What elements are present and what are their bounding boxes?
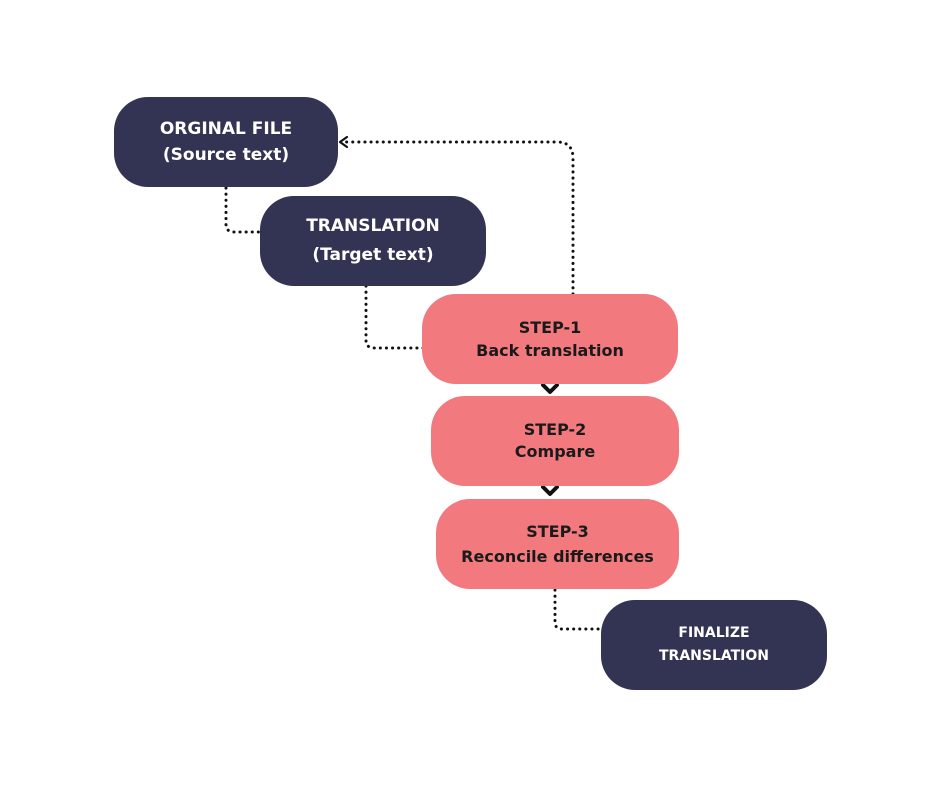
chevron-step1-to-step2-icon <box>541 383 559 394</box>
node-translation: TRANSLATION (Target text) <box>260 196 486 286</box>
node-step3-title: STEP-3 <box>526 522 589 541</box>
node-translation-subtitle: (Target text) <box>312 245 434 265</box>
node-step1-title: STEP-1 <box>518 318 582 337</box>
node-step3-subtitle: Reconcile differences <box>461 547 654 566</box>
node-original-file-title: ORGINAL FILE <box>159 119 293 139</box>
edge-step3-to-finalize <box>553 588 619 631</box>
chevron-step2-to-step3-icon <box>541 485 559 496</box>
node-step2-title: STEP-2 <box>523 420 587 439</box>
node-step2-subtitle: Compare <box>514 442 596 461</box>
node-translation-title: TRANSLATION <box>306 216 440 236</box>
arrowhead-step1-to-original <box>338 135 349 149</box>
edge-translation-to-step1 <box>364 284 446 350</box>
node-original-file: ORGINAL FILE (Source text) <box>114 97 338 187</box>
node-finalize-line1: FINALIZE <box>678 625 750 641</box>
node-step1: STEP-1 Back translation <box>422 294 678 384</box>
node-finalize: FINALIZE TRANSLATION <box>601 600 827 690</box>
edge-original-to-translation <box>224 186 284 234</box>
node-step1-subtitle: Back translation <box>476 341 624 360</box>
node-step3: STEP-3 Reconcile differences <box>436 499 679 589</box>
node-original-file-subtitle: (Source text) <box>162 145 290 165</box>
node-finalize-line2: TRANSLATION <box>658 648 769 664</box>
node-step2: STEP-2 Compare <box>431 396 679 486</box>
